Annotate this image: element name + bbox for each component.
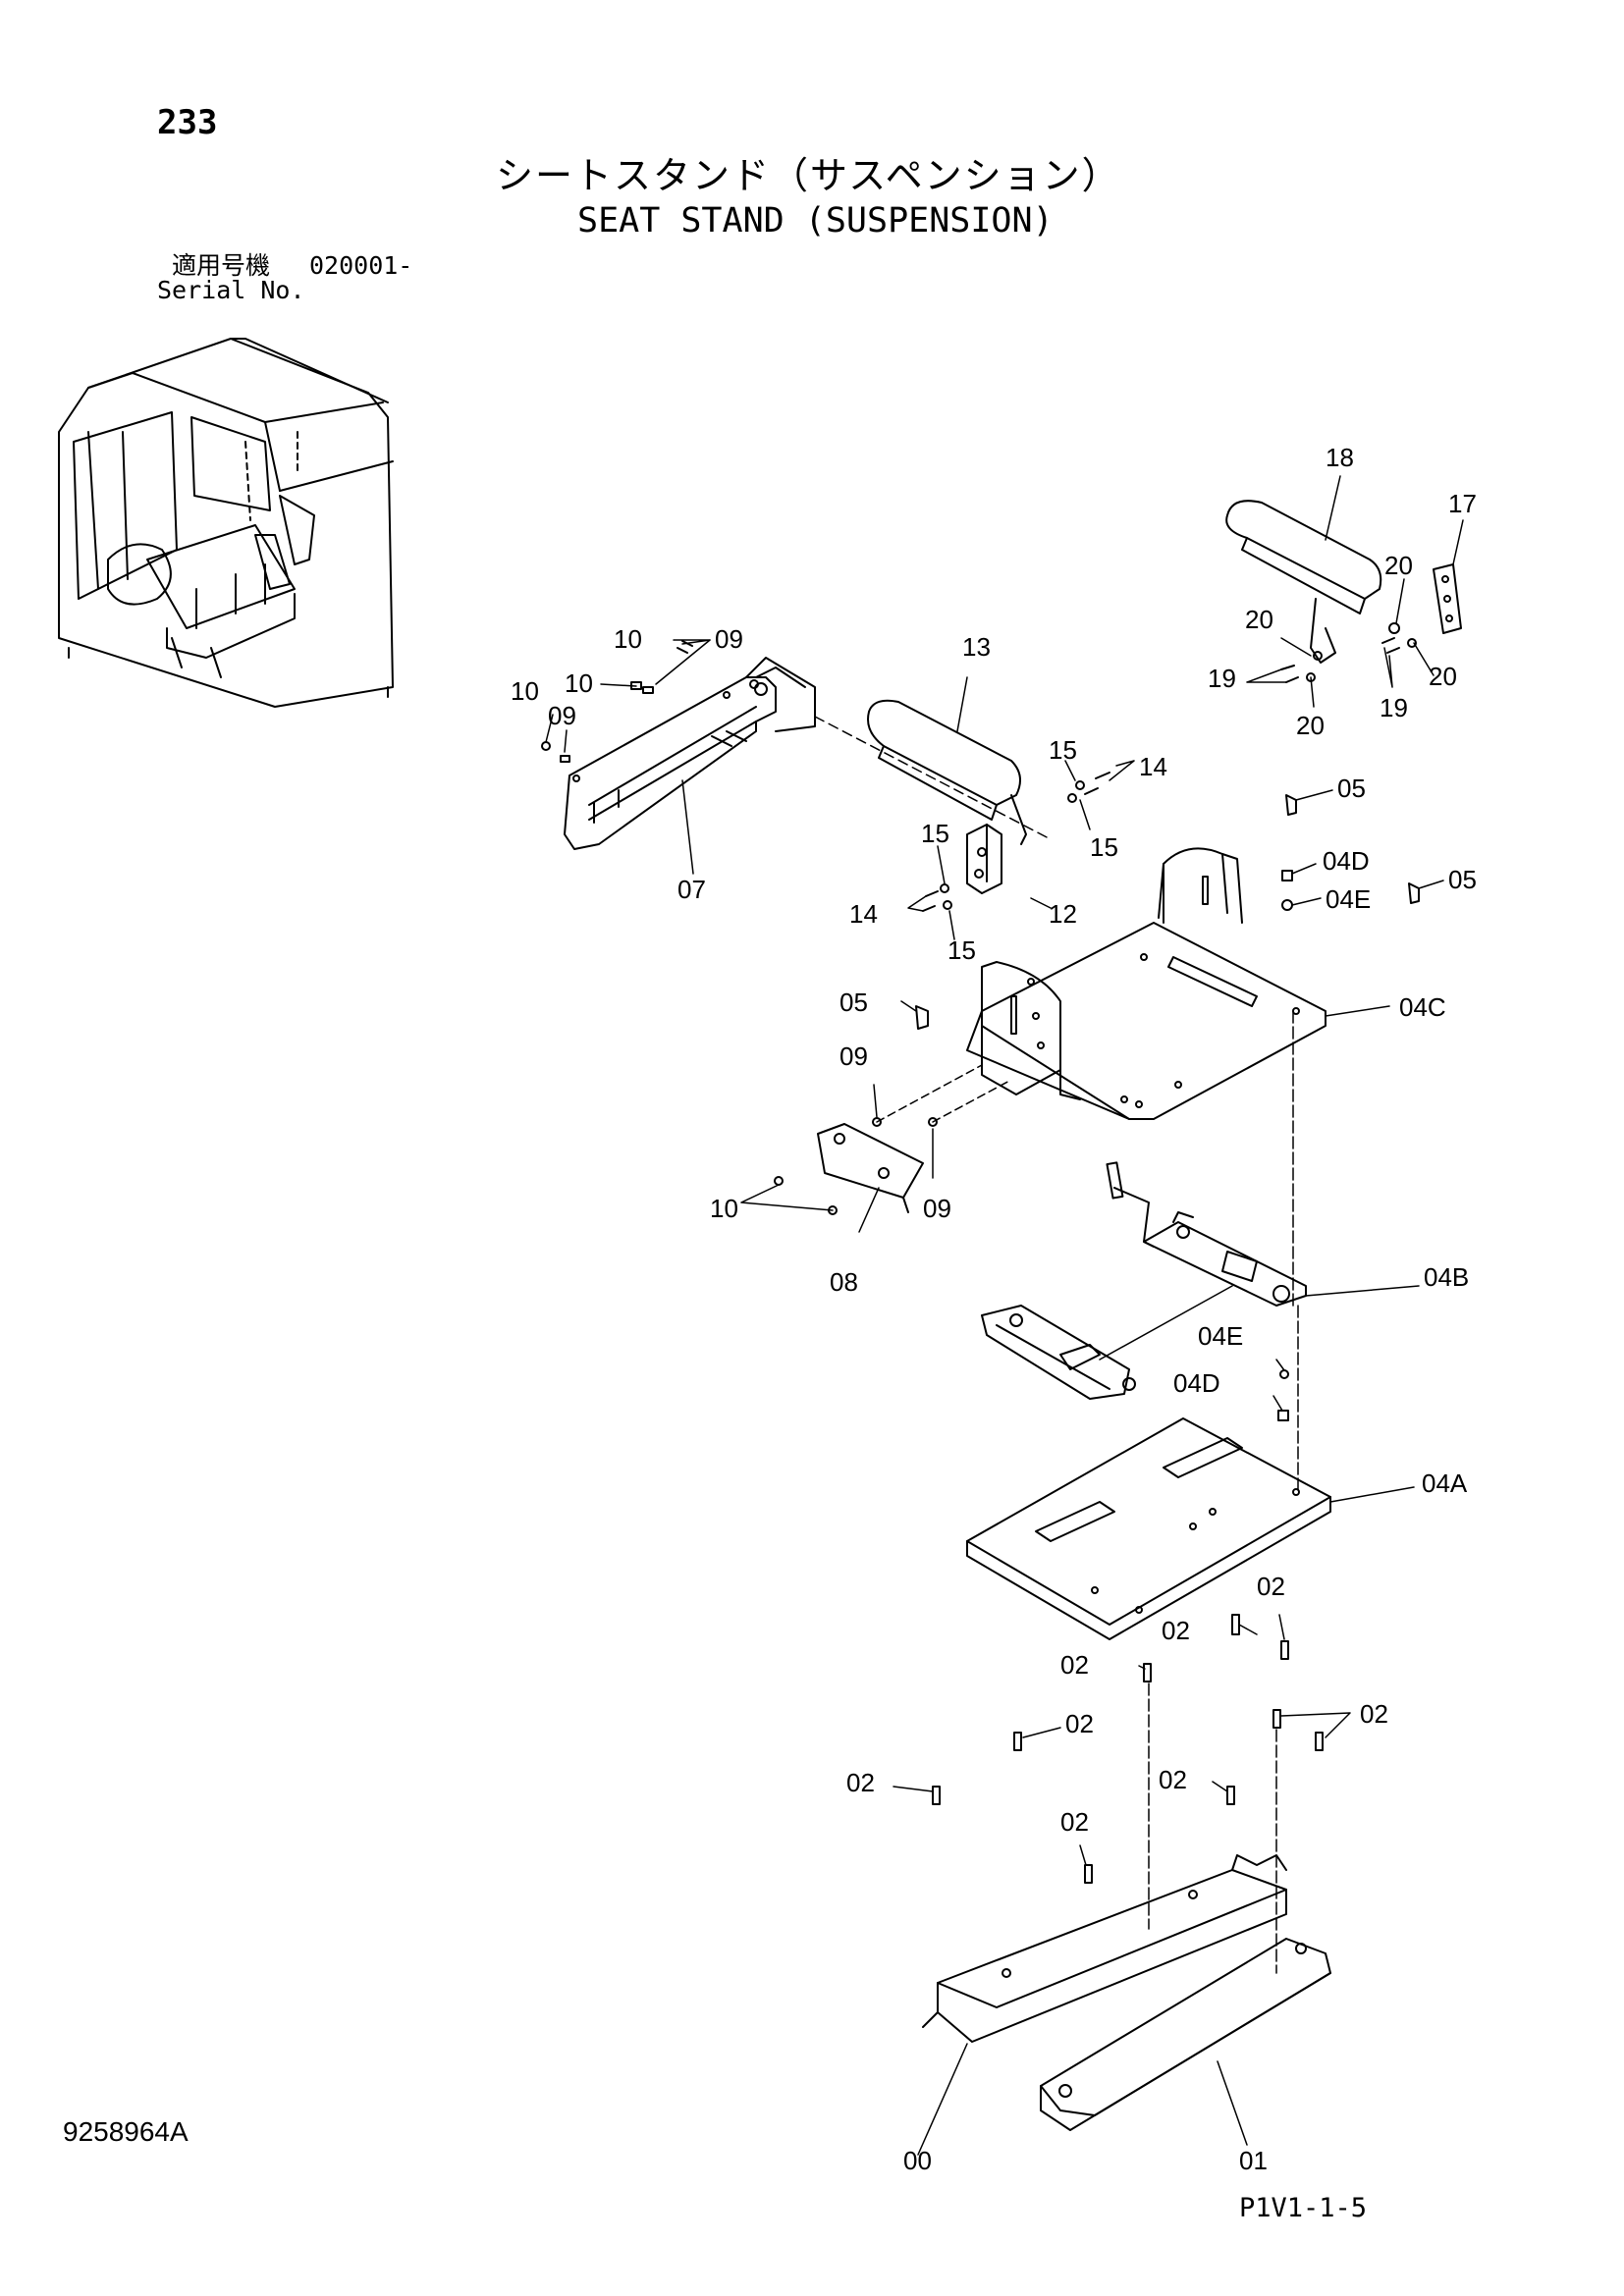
- label-10: 10: [710, 1194, 738, 1223]
- part-02-bolts: [932, 1614, 1324, 1884]
- part-18-armrest-right: [1225, 500, 1382, 664]
- part-01-rail: [1040, 1938, 1331, 2131]
- label-15: 15: [1049, 735, 1077, 765]
- label-05: 05: [839, 988, 868, 1017]
- serial-label-english: Serial No.: [157, 276, 305, 304]
- part-04B-slider: [981, 1161, 1307, 1400]
- label-02: 02: [846, 1768, 875, 1797]
- serial-label-japanese: 適用号機: [172, 251, 271, 280]
- part-04C-upper-frame: [966, 847, 1326, 1120]
- label-14: 14: [849, 899, 878, 929]
- label-20: 20: [1245, 605, 1273, 634]
- part-13-armrest: [867, 699, 1027, 845]
- serial-number-value: 020001-: [309, 251, 413, 280]
- label-12: 12: [1049, 899, 1077, 929]
- part-12-bracket: [966, 824, 1002, 894]
- label-10: 10: [511, 676, 539, 706]
- part-09-10-pins-upper: [541, 640, 693, 763]
- page-code: P1V1-1-5: [1239, 2193, 1368, 2223]
- page-number: 233: [157, 103, 218, 142]
- label-20: 20: [1429, 662, 1457, 691]
- part-04D-04E-lower: [1277, 1369, 1289, 1421]
- leader-lines: [545, 475, 1464, 2156]
- label-07: 07: [677, 875, 706, 904]
- part-17-bracket: [1433, 563, 1462, 634]
- label-14: 14: [1139, 752, 1167, 781]
- label-04D: 04D: [1323, 846, 1370, 876]
- label-09: 09: [548, 701, 576, 730]
- label-02: 02: [1162, 1616, 1190, 1645]
- part-09-10-pins-lower: [774, 1064, 1012, 1215]
- label-18: 18: [1326, 443, 1354, 472]
- label-02: 02: [1360, 1699, 1388, 1729]
- label-02: 02: [1065, 1709, 1094, 1738]
- label-04E: 04E: [1326, 884, 1371, 914]
- label-10: 10: [614, 624, 642, 654]
- label-02: 02: [1060, 1807, 1089, 1837]
- label-02: 02: [1159, 1765, 1187, 1794]
- label-02: 02: [1257, 1572, 1285, 1601]
- label-10: 10: [565, 668, 593, 698]
- part-00-rail: [922, 1854, 1287, 2043]
- label-09: 09: [715, 624, 743, 654]
- part-08-bracket: [817, 1123, 924, 1213]
- label-13: 13: [962, 632, 991, 662]
- label-05: 05: [1448, 865, 1477, 894]
- label-15: 15: [1090, 832, 1118, 862]
- label-19: 19: [1208, 664, 1236, 693]
- label-04B: 04B: [1424, 1262, 1469, 1292]
- label-20: 20: [1296, 711, 1325, 740]
- part-labels: 10 09 10 10 09 07 13 15 14 15 15 14 12 1…: [511, 443, 1477, 2175]
- title-japanese: シートスタンド（サスペンション）: [496, 154, 1121, 197]
- part-07-slide-rail: [564, 657, 1052, 850]
- part-04D-04E-upper: [1281, 870, 1293, 911]
- part-04A-base-plate: [966, 1417, 1331, 1640]
- label-15: 15: [947, 935, 976, 965]
- part-14-15-bolts: [922, 772, 1110, 912]
- label-09: 09: [923, 1194, 951, 1223]
- label-04E: 04E: [1198, 1321, 1243, 1351]
- label-08: 08: [830, 1267, 858, 1297]
- label-04C: 04C: [1399, 992, 1446, 1022]
- title-english: SEAT STAND (SUSPENSION): [577, 201, 1054, 240]
- label-01: 01: [1239, 2146, 1268, 2175]
- label-15: 15: [921, 819, 949, 848]
- document-code: 9258964A: [63, 2116, 189, 2147]
- label-02: 02: [1060, 1650, 1089, 1680]
- label-17: 17: [1448, 489, 1477, 518]
- cab-overview-illustration: [58, 338, 394, 708]
- label-05: 05: [1337, 774, 1366, 803]
- label-04A: 04A: [1422, 1468, 1468, 1498]
- label-09: 09: [839, 1041, 868, 1071]
- label-20: 20: [1384, 551, 1413, 580]
- label-19: 19: [1380, 693, 1408, 722]
- label-00: 00: [903, 2146, 932, 2175]
- label-04D: 04D: [1173, 1368, 1220, 1398]
- part-19-20-hardware: [1280, 622, 1417, 683]
